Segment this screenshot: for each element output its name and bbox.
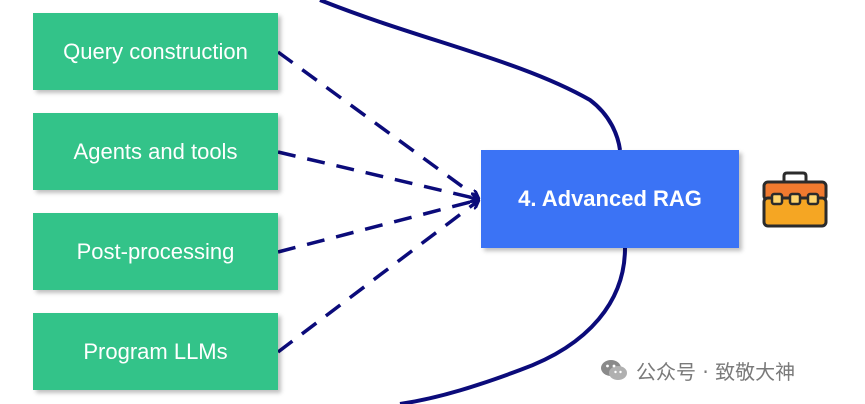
toolbox-icon <box>762 171 828 228</box>
outer-flow-curve-top <box>319 0 622 151</box>
input-box-agents-and-tools: Agents and tools <box>33 113 278 190</box>
connector-agents-and-tools <box>277 150 478 199</box>
input-box-program-llms: Program LLMs <box>33 313 278 390</box>
target-label: 4. Advanced RAG <box>518 186 702 211</box>
input-label: Post-processing <box>76 238 235 264</box>
watermark: 公众号 · 致敬大神 <box>600 356 795 384</box>
input-label: Program LLMs <box>83 338 228 364</box>
connector-post-processing <box>277 200 478 254</box>
input-label: Query construction <box>63 38 248 64</box>
connector-query-construction <box>276 50 478 198</box>
input-box-query-construction: Query construction <box>33 13 278 90</box>
input-box-post-processing: Post-processing <box>33 213 278 290</box>
target-box-advanced-rag: 4. Advanced RAG <box>481 150 739 248</box>
watermark-text: 公众号 · 致敬大神 <box>636 359 796 384</box>
connector-program-llms <box>276 201 478 354</box>
input-label: Agents and tools <box>73 138 238 164</box>
wechat-icon <box>601 360 627 380</box>
outer-flow-curve-bottom <box>399 247 627 404</box>
